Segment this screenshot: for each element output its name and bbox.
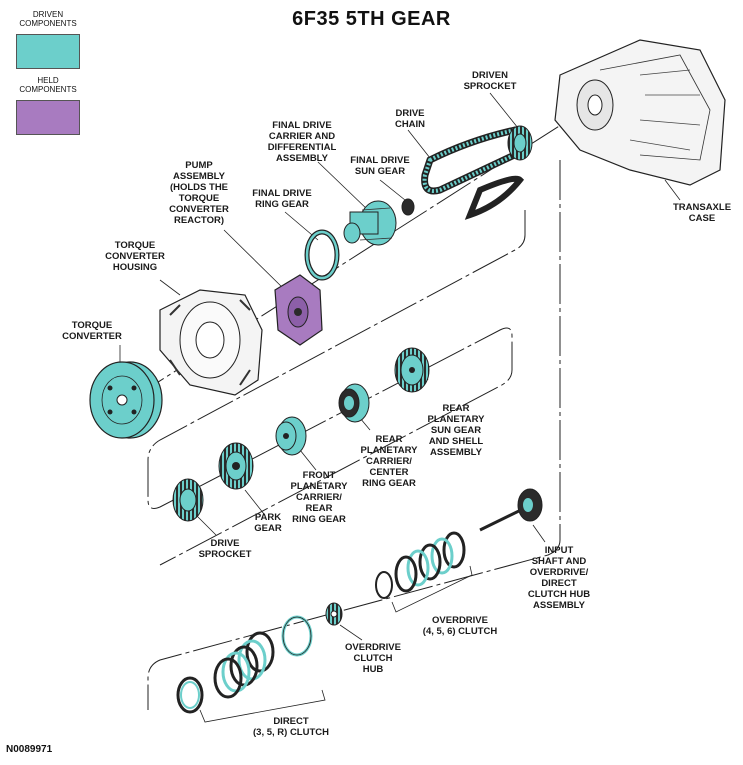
- final-drive-carrier: [343, 200, 397, 246]
- label-transaxle-case: TRANSAXLE CASE: [672, 202, 732, 224]
- label-final-drive-ring-gear: FINAL DRIVE RING GEAR: [252, 188, 312, 210]
- label-final-drive-carrier: FINAL DRIVE CARRIER AND DIFFERENTIAL ASS…: [267, 120, 337, 164]
- label-overdrive-clutch: OVERDRIVE (4, 5, 6) CLUTCH: [422, 615, 498, 637]
- legend-driven-label: DRIVEN COMPONENTS: [19, 10, 77, 28]
- input-shaft: [479, 488, 543, 532]
- legend-held-swatch: [16, 100, 80, 135]
- driven-sprocket: [507, 125, 533, 161]
- label-torque-converter-housing: TORQUE CONVERTER HOUSING: [105, 240, 165, 273]
- diagram-title: 6F35 5TH GEAR: [292, 8, 451, 30]
- legend-held-label: HELD COMPONENTS: [19, 76, 77, 94]
- label-overdrive-clutch-hub: OVERDRIVE CLUTCH HUB: [345, 642, 401, 675]
- label-front-planetary-carrier: FRONT PLANETARY CARRIER/ REAR RING GEAR: [290, 470, 348, 525]
- rear-planetary-sun-gear: [394, 347, 430, 393]
- label-drive-sprocket: DRIVE SPROCKET: [198, 538, 252, 560]
- overdrive-clutch-pack: [375, 531, 466, 599]
- label-park-gear: PARK GEAR: [254, 512, 282, 534]
- direct-clutch-pack: [176, 615, 313, 714]
- label-driven-sprocket: DRIVEN SPROCKET: [463, 70, 517, 92]
- figure-code: N0089971: [6, 744, 53, 755]
- label-rear-planetary-carrier: REAR PLANETARY CARRIER/ CENTER RING GEAR: [360, 434, 418, 489]
- label-drive-chain: DRIVE CHAIN: [394, 108, 426, 130]
- label-input-shaft: INPUT SHAFT AND OVERDRIVE/ DIRECT CLUTCH…: [527, 545, 591, 611]
- clutch-brackets: [199, 565, 473, 723]
- label-direct-clutch: DIRECT (3, 5, R) CLUTCH: [253, 716, 329, 738]
- flow-path: [129, 99, 601, 710]
- front-planetary-carrier: [275, 416, 307, 456]
- park-gear: [218, 442, 254, 490]
- rear-planetary-carrier: [338, 383, 370, 423]
- drive-sprocket: [172, 478, 204, 522]
- label-torque-converter: TORQUE CONVERTER: [62, 320, 122, 342]
- label-pump-assembly: PUMP ASSEMBLY (HOLDS THE TORQUE CONVERTE…: [169, 160, 229, 226]
- final-drive-ring-gear: [304, 229, 340, 281]
- torque-converter: [89, 361, 163, 439]
- transaxle-case: [554, 39, 726, 186]
- pump-assembly: [274, 274, 323, 346]
- final-drive-sun-gear: [401, 198, 415, 216]
- legend-driven-swatch: [16, 34, 80, 69]
- overdrive-clutch-hub: [325, 602, 343, 626]
- torque-converter-housing: [159, 289, 263, 396]
- label-final-drive-sun-gear: FINAL DRIVE SUN GEAR: [350, 155, 410, 177]
- label-rear-planetary-sun-gear: REAR PLANETARY SUN GEAR AND SHELL ASSEMB…: [427, 403, 485, 458]
